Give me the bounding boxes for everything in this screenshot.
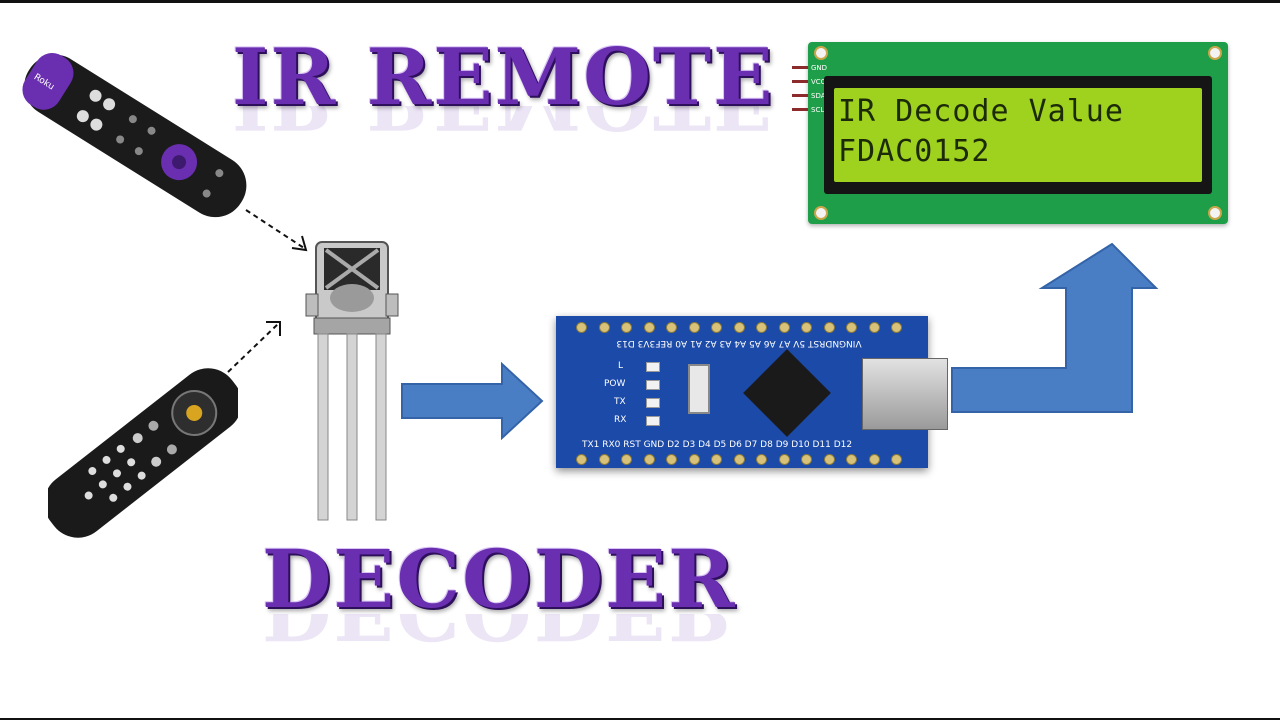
microcontroller-chip [743, 349, 831, 437]
header-pin [621, 454, 632, 465]
lcd-wire [792, 94, 808, 97]
arrow-sensor-to-board [401, 361, 544, 441]
led-label-rx: RX [614, 415, 627, 425]
title-decoder-reflection: DECODER [262, 614, 737, 658]
header-pin [711, 322, 722, 333]
reset-button [688, 364, 710, 414]
lcd-mount-hole [814, 46, 828, 60]
header-pin [823, 322, 835, 333]
led-label-tx: TX [614, 397, 626, 407]
header-pin [823, 454, 835, 465]
roku-remote-image: Roku [22, 52, 247, 218]
header-pin [756, 454, 767, 465]
led-tx [646, 398, 660, 408]
ir-signal-arrow-bottom [227, 321, 281, 373]
title-ir-remote-reflection: IR REMOTE [232, 106, 775, 146]
ir-signal-arrow-top [245, 209, 308, 252]
header-pin [666, 322, 677, 333]
lcd-pin-sda: SDA [811, 92, 826, 100]
header-pin [801, 322, 812, 333]
lcd-mount-hole [1208, 46, 1222, 60]
header-pin [598, 322, 610, 333]
top-border [0, 0, 1280, 3]
arrow-board-to-lcd [951, 242, 1159, 413]
header-pin [778, 454, 790, 465]
lcd-wire [792, 80, 808, 83]
header-pin [733, 322, 745, 333]
header-pin [801, 454, 812, 465]
header-pin [891, 322, 902, 333]
header-pin [891, 454, 902, 465]
title-ir-remote: IR REMOTE [232, 32, 775, 123]
ir-receiver-sensor [305, 241, 399, 521]
led-l [646, 362, 660, 372]
lcd-text-line-1: IR Decode Value [838, 94, 1124, 129]
header-pin [778, 322, 790, 333]
header-pin [756, 322, 767, 333]
header-pin [688, 454, 700, 465]
title-decoder: DECODER [262, 532, 737, 626]
header-pin [643, 322, 655, 333]
header-pin [576, 454, 587, 465]
header-pin [868, 322, 880, 333]
header-pin [711, 454, 722, 465]
arduino-nano-board: VINGNDRST 5V A7 A6 A5 A4 A3 A2 A1 A0 REF… [556, 316, 948, 468]
board-bottom-pin-labels: TX1 RX0 RST GND D2 D3 D4 D5 D6 D7 D8 D9 … [582, 440, 853, 450]
lcd-screen [834, 88, 1202, 182]
usb-port [862, 358, 948, 430]
led-rx [646, 416, 660, 426]
header-pin [598, 454, 610, 465]
bottom-border [0, 718, 1280, 720]
header-pin [576, 322, 587, 333]
header-pin [621, 322, 632, 333]
lcd-pin-vcc: VCC [811, 78, 826, 86]
header-pin [846, 322, 857, 333]
lcd-display-module: GND VCC SDA SCL IR Decode Value FDAC0152 [792, 42, 1228, 224]
led-label-pow: POW [604, 379, 626, 389]
lcd-pin-scl: SCL [811, 106, 825, 114]
header-pin [643, 454, 655, 465]
header-pin [868, 454, 880, 465]
header-pin [846, 454, 857, 465]
lcd-mount-hole [814, 206, 828, 220]
lcd-pin-gnd: GND [811, 64, 828, 72]
led-label-l: L [618, 361, 624, 371]
lcd-wire [792, 108, 808, 111]
lcd-text-line-2: FDAC0152 [838, 134, 991, 169]
board-top-pin-labels: VINGNDRST 5V A7 A6 A5 A4 A3 A2 A1 A0 REF… [616, 338, 862, 348]
header-pin [666, 454, 677, 465]
lcd-wire [792, 66, 808, 69]
tv-remote-image [48, 368, 238, 538]
lcd-mount-hole [1208, 206, 1222, 220]
led-pow [646, 380, 660, 390]
header-pin [688, 322, 700, 333]
header-pin [733, 454, 745, 465]
